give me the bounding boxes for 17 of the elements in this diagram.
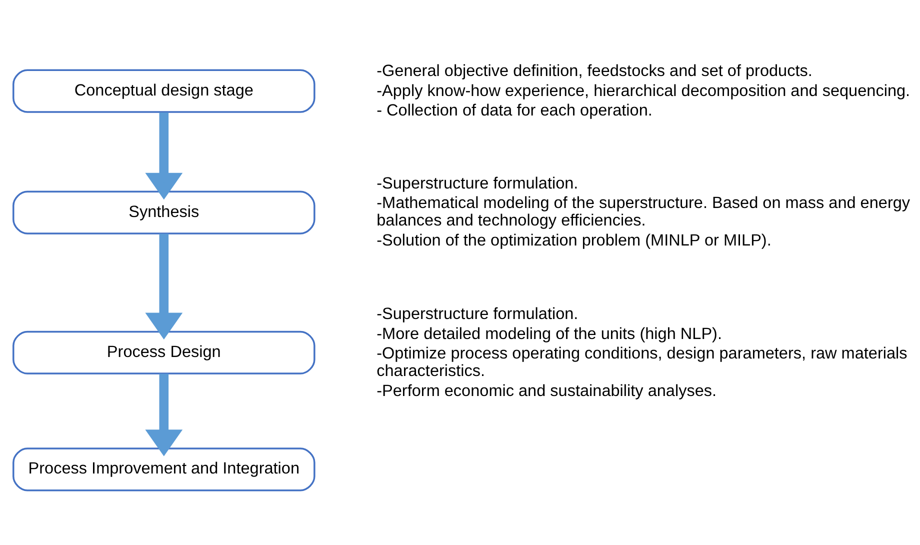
node-label: -Mathematical modeling of the superstructure. Based on mass and energy balances and technology efficiencies. bbox=[376, 194, 910, 230]
node-box: Process Improvement and Integration bbox=[12, 447, 316, 491]
node-label: - Collection of data for each operation. bbox=[376, 101, 652, 120]
arrow bbox=[145, 112, 183, 200]
node-label: -Apply know-how experience, hierarchical decomposition and sequencing. bbox=[376, 81, 910, 100]
arrow bbox=[145, 373, 183, 456]
node-box: Conceptual design stage bbox=[12, 68, 316, 112]
node-box: Synthesis bbox=[12, 190, 316, 234]
node-label: -Optimize process operating conditions, design parameters, raw materials characteristics. bbox=[376, 344, 908, 380]
node-label: -More detailed modeling of the units (high NLP). bbox=[376, 324, 722, 342]
node-label: -Solution of the optimization problem (MINLP or MILP). bbox=[376, 230, 772, 249]
node-box: Process Design bbox=[12, 330, 316, 374]
node-label: -Superstructure formulation. bbox=[376, 304, 578, 323]
node-label: -Perform economic and sustainability analyses. bbox=[376, 381, 717, 400]
node-label: -General objective definition, feedstocks and set of products. bbox=[376, 62, 812, 80]
node-label: -Superstructure formulation. bbox=[376, 174, 578, 192]
arrow bbox=[145, 233, 183, 340]
